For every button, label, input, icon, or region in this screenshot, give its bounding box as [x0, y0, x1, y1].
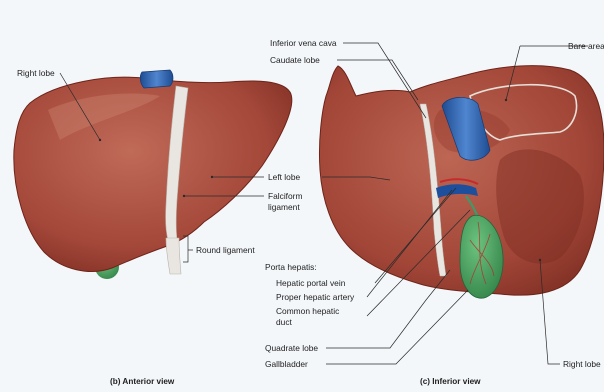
round-ligament-shape	[166, 238, 181, 274]
label-left-lobe: Left lobe	[268, 172, 300, 182]
label-gallbladder: Gallbladder	[265, 359, 308, 369]
inferior-view-liver	[319, 66, 604, 299]
label-common-hepatic: Common hepatic	[276, 306, 339, 316]
label-duct: duct	[276, 317, 293, 327]
label-porta-hepatis: Porta hepatis:	[265, 262, 317, 272]
label-bare-area: Bare area	[568, 41, 604, 51]
caption-anterior-view: (b) Anterior view	[110, 377, 175, 386]
label-proper-hepatic-artery: Proper hepatic artery	[276, 292, 355, 302]
label-quadrate-lobe: Quadrate lobe	[265, 343, 318, 353]
label-right-lobe-anterior: Right lobe	[17, 68, 55, 78]
label-inferior-vena-cava: Inferior vena cava	[270, 38, 337, 48]
label-caudate-lobe: Caudate lobe	[270, 55, 320, 65]
label-falciform: Falciform	[268, 191, 302, 201]
caption-inferior-view: (c) Inferior view	[420, 377, 481, 386]
label-ligament: ligament	[268, 202, 300, 212]
captions: (b) Anterior view (c) Inferior view	[110, 377, 481, 386]
label-hepatic-portal-vein: Hepatic portal vein	[276, 278, 346, 288]
label-right-lobe-inferior: Right lobe	[563, 359, 601, 369]
anterior-liver-shape	[14, 77, 292, 271]
anterior-vena-cava-shape	[140, 70, 173, 88]
label-round-ligament: Round ligament	[196, 245, 255, 255]
